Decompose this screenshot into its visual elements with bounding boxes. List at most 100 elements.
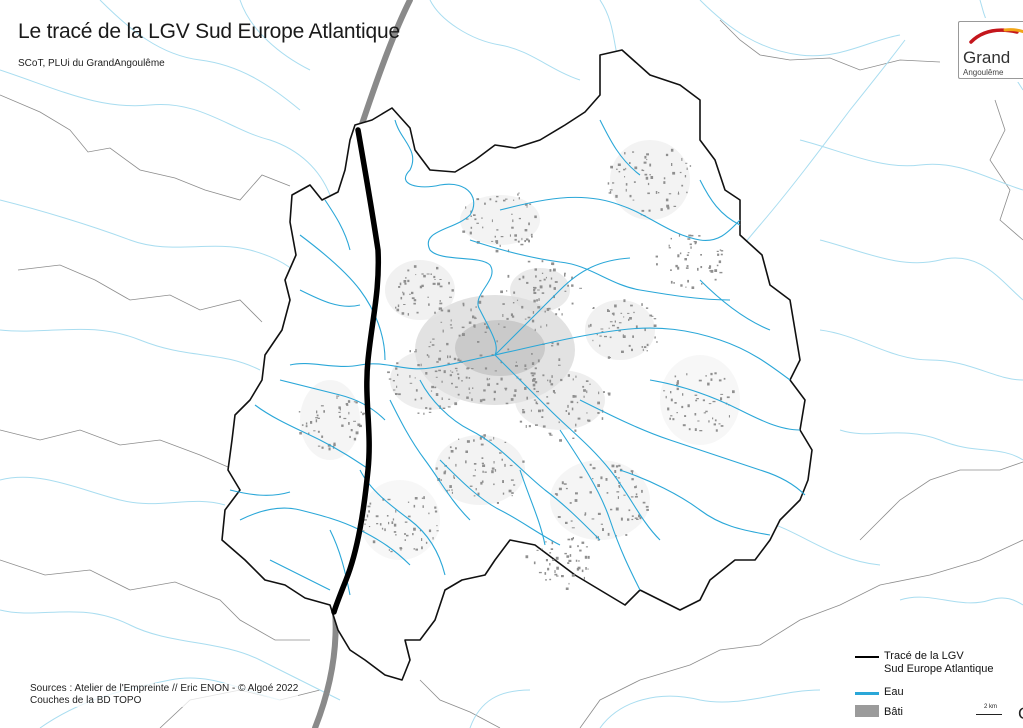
building-mark xyxy=(689,243,692,246)
building-mark xyxy=(476,198,480,201)
building-mark xyxy=(505,402,509,405)
building-mark xyxy=(437,282,441,286)
building-mark xyxy=(542,374,545,377)
building-mark xyxy=(549,563,551,566)
building-mark xyxy=(544,310,546,313)
building-mark xyxy=(642,501,646,504)
building-mark xyxy=(538,571,542,574)
building-mark xyxy=(545,541,547,543)
building-mark xyxy=(392,518,395,521)
building-mark xyxy=(597,512,601,515)
building-mark xyxy=(687,279,689,283)
logo-name: Grand xyxy=(963,48,1011,67)
building-mark xyxy=(592,307,594,309)
building-mark xyxy=(622,335,626,338)
building-mark xyxy=(476,222,479,224)
building-mark xyxy=(468,377,471,379)
building-mark xyxy=(458,334,461,337)
building-mark xyxy=(471,398,473,401)
building-mark xyxy=(684,175,687,178)
building-mark xyxy=(536,549,539,551)
building-mark xyxy=(446,489,448,492)
building-mark xyxy=(502,492,505,495)
building-mark xyxy=(534,215,537,219)
building-mark xyxy=(317,445,321,447)
building-mark xyxy=(558,358,561,361)
building-mark xyxy=(500,236,504,238)
building-mark xyxy=(473,495,476,497)
building-mark xyxy=(449,485,452,488)
building-mark xyxy=(667,407,670,411)
building-mark xyxy=(438,307,440,311)
building-mark xyxy=(607,310,610,312)
building-mark xyxy=(513,291,516,294)
building-mark xyxy=(670,415,673,417)
building-mark xyxy=(635,325,638,329)
building-mark xyxy=(618,486,621,488)
building-mark xyxy=(491,240,494,242)
building-mark xyxy=(570,520,573,522)
building-mark xyxy=(461,380,463,382)
building-mark xyxy=(421,273,424,275)
building-mark xyxy=(493,390,496,394)
building-mark xyxy=(634,517,638,519)
building-mark xyxy=(686,265,689,267)
building-mark xyxy=(712,417,714,420)
building-mark xyxy=(607,182,610,185)
building-mark xyxy=(646,508,649,511)
logo-subtitle: Angoulême xyxy=(963,68,1004,77)
building-mark xyxy=(596,333,598,336)
building-mark xyxy=(589,491,592,494)
building-mark xyxy=(531,374,535,377)
building-mark xyxy=(631,478,634,481)
building-mark xyxy=(349,435,351,438)
building-mark xyxy=(665,395,667,399)
building-mark xyxy=(395,367,398,370)
building-mark xyxy=(475,488,477,491)
building-mark xyxy=(465,206,467,209)
building-mark xyxy=(584,514,586,516)
building-mark xyxy=(543,278,546,281)
building-mark xyxy=(564,290,567,292)
building-mark xyxy=(533,372,536,375)
building-mark xyxy=(489,198,492,201)
building-mark xyxy=(575,492,578,495)
building-mark xyxy=(600,476,603,480)
building-mark xyxy=(338,406,341,409)
building-mark xyxy=(560,378,563,382)
building-mark xyxy=(567,284,569,287)
building-mark xyxy=(353,420,356,422)
building-mark xyxy=(624,152,626,155)
building-mark xyxy=(599,335,602,337)
building-mark xyxy=(546,308,550,311)
building-mark xyxy=(522,460,525,463)
building-mark xyxy=(635,485,637,488)
building-mark xyxy=(474,218,477,221)
building-mark xyxy=(575,423,577,427)
building-mark xyxy=(510,398,514,401)
building-mark xyxy=(554,493,558,495)
building-mark xyxy=(673,282,675,284)
building-mark xyxy=(574,429,577,432)
building-mark xyxy=(582,385,585,388)
building-mark xyxy=(658,192,660,194)
building-mark xyxy=(533,387,536,390)
building-mark xyxy=(549,284,552,288)
building-mark xyxy=(565,587,569,590)
building-mark xyxy=(633,181,636,183)
building-mark xyxy=(623,168,626,171)
building-mark xyxy=(561,481,564,485)
building-mark xyxy=(577,417,581,420)
building-mark xyxy=(448,281,450,285)
building-mark xyxy=(625,183,628,186)
building-mark xyxy=(663,177,666,180)
building-mark xyxy=(589,383,591,385)
building-mark xyxy=(629,162,631,164)
building-mark xyxy=(368,510,370,513)
building-mark xyxy=(439,279,442,280)
building-mark xyxy=(465,450,468,453)
building-mark xyxy=(597,401,600,405)
building-mark xyxy=(588,324,590,328)
building-mark xyxy=(428,529,432,533)
